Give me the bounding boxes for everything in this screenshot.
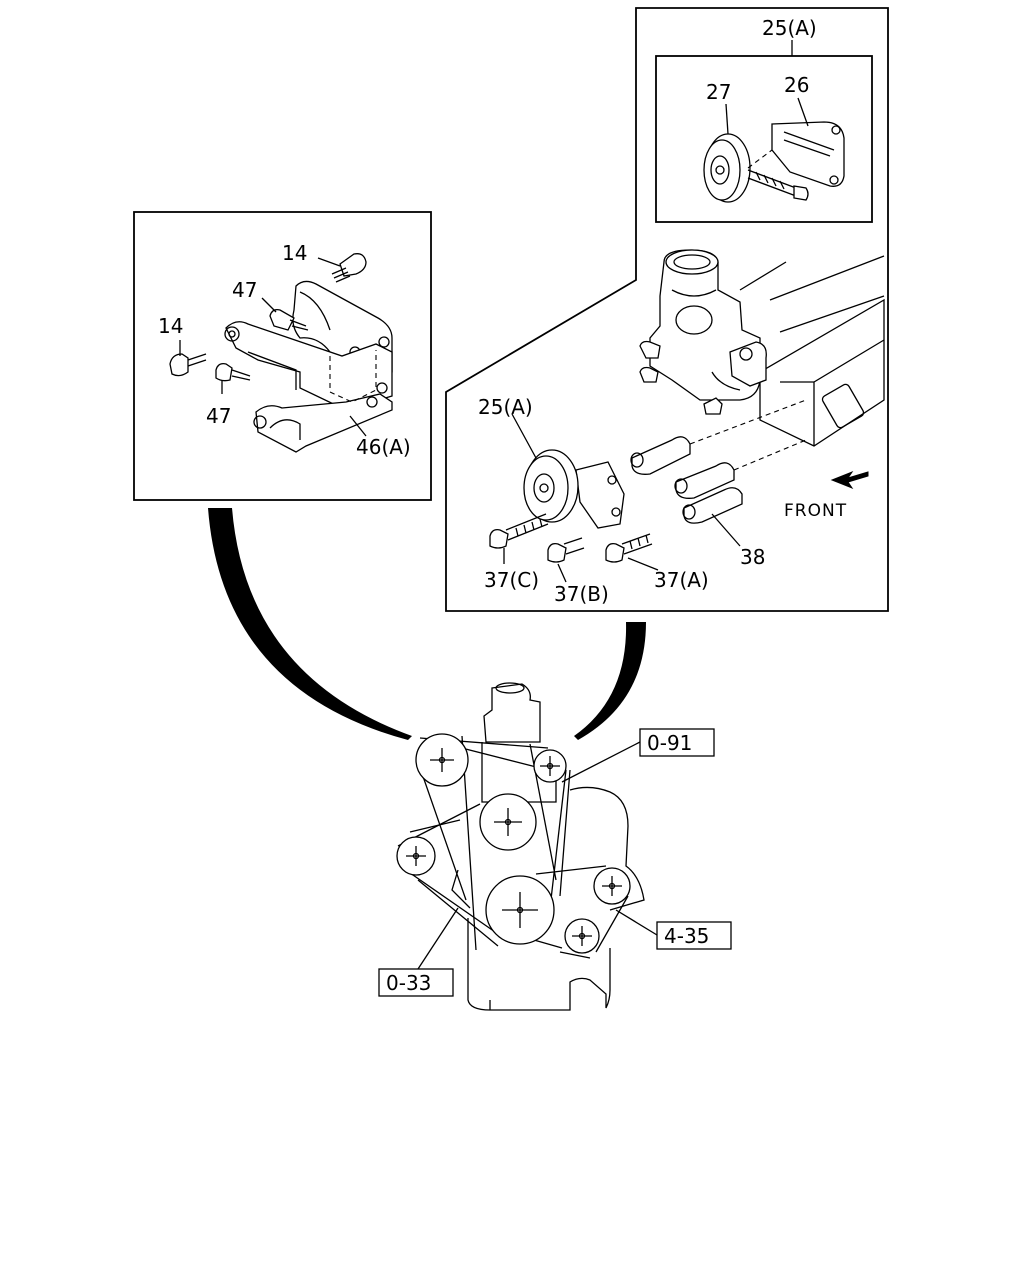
ref-25a-main: 25(A): [478, 395, 533, 419]
idler-inset: 25(A) 27 26: [445, 7, 889, 612]
callout-sweep-left: [208, 508, 412, 740]
ref-box-0-91[interactable]: 0-91: [639, 728, 715, 757]
engine-front-view: [396, 682, 645, 1011]
ref-box-4-35[interactable]: 4-35: [656, 921, 732, 950]
ref-37c: 37(C): [484, 568, 539, 592]
ref-27: 27: [706, 80, 731, 104]
ref-37a: 37(A): [654, 568, 709, 592]
ref-46a: 46(A): [356, 435, 411, 459]
bracket-inset: 14 47 14 47 46(A): [133, 211, 432, 501]
ref-47-bottom: 47: [206, 404, 231, 428]
ref-38: 38: [740, 545, 765, 569]
ref-47-top: 47: [232, 278, 257, 302]
front-label: FRONT: [784, 501, 847, 521]
ref-14-left: 14: [158, 314, 183, 338]
ref-box-0-91-label: 0-91: [647, 731, 692, 755]
ref-25a-top: 25(A): [762, 16, 817, 40]
ref-26: 26: [784, 73, 809, 97]
ref-37b: 37(B): [554, 582, 609, 606]
ref-box-0-33[interactable]: 0-33: [378, 968, 454, 997]
front-arrow-icon: [830, 470, 869, 490]
ref-box-0-33-label: 0-33: [386, 971, 431, 995]
callout-sweep-right: [574, 622, 646, 740]
ref-box-4-35-label: 4-35: [664, 924, 709, 948]
ref-14-top: 14: [282, 241, 307, 265]
